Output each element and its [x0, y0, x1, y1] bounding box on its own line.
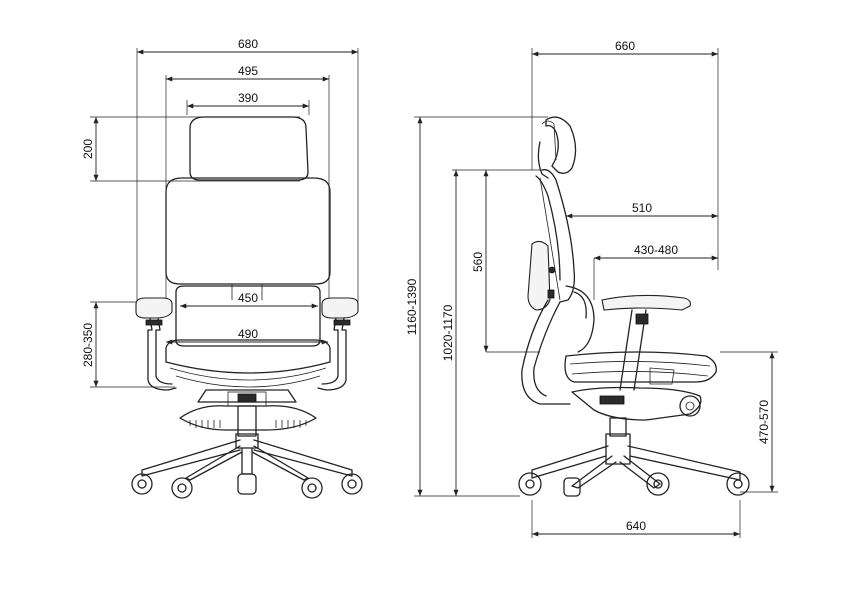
label-backrest-to-front: 510: [632, 201, 652, 215]
front-view: 680 495 390 200 450 490 280-350: [81, 37, 363, 499]
label-armrest-height: 280-350: [81, 323, 95, 367]
chair-side-drawing: [518, 116, 750, 497]
side-extension-lines: [414, 48, 778, 538]
label-armrest-span: 450: [238, 291, 258, 305]
label-seat-depth: 430-480: [634, 243, 678, 257]
label-headrest-width: 390: [238, 91, 258, 105]
label-overall-height: 1160-1390: [405, 278, 419, 335]
label-seat-width: 490: [238, 327, 258, 341]
label-headrest-height: 200: [81, 139, 95, 159]
label-base-diameter: 640: [626, 519, 646, 533]
label-backrest-width: 495: [238, 64, 258, 78]
chair-front-drawing: [131, 116, 363, 499]
label-overall-depth: 660: [615, 39, 635, 53]
label-overall-width: 680: [238, 37, 258, 51]
label-backrest-height: 560: [471, 252, 485, 272]
side-view: 660 510 430-480 560 1160-1390 1020-1170 …: [405, 39, 778, 538]
label-back-top-height: 1020-1170: [441, 304, 455, 361]
label-seat-height: 470-570: [757, 400, 771, 444]
front-extension-lines: [90, 48, 359, 388]
